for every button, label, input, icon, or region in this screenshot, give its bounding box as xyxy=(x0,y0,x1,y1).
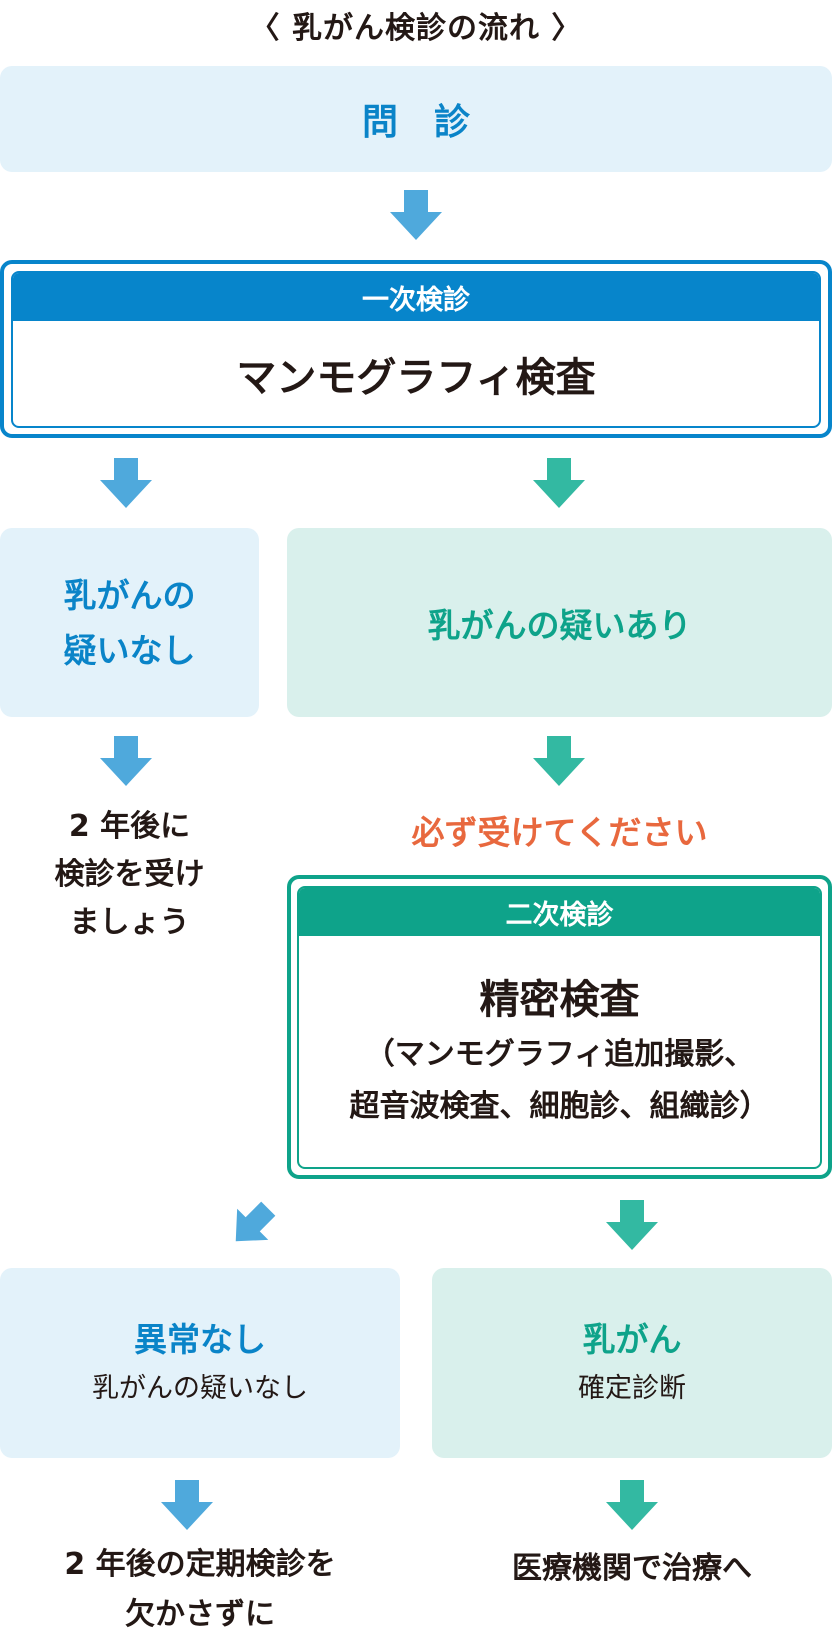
no-suspicion-line1: 乳がんの xyxy=(63,575,196,615)
cancer-subtitle: 確定診断 xyxy=(578,1373,686,1404)
regular-checkup-line2: 欠かさずに xyxy=(124,1597,275,1632)
recheck-note-line2: 検診を受け xyxy=(54,857,205,892)
arrow-down-icon xyxy=(606,1480,658,1530)
flow-title: 〈 乳がん検診の流れ 〉 xyxy=(249,11,583,46)
no-abnormality-title: 異常なし xyxy=(134,1320,266,1359)
recheck-note-line1: 2 年後に xyxy=(68,809,191,844)
arrow-down-icon xyxy=(533,458,585,508)
interview-label: 問診 xyxy=(361,102,506,143)
regular-checkup-line1: 2 年後の定期検診を xyxy=(64,1547,336,1582)
detailed-exam-detail-line1: （マンモグラフィ追加撮影、 xyxy=(364,1036,755,1072)
primary-screening-body: マンモグラフィ検査 xyxy=(13,321,819,426)
arrow-down-left-icon xyxy=(235,1201,276,1242)
treatment-label: 医療機関で治療へ xyxy=(512,1551,752,1586)
no-abnormality-subtitle: 乳がんの疑いなし xyxy=(92,1373,308,1404)
recheck-note: 2 年後に 検診を受け ましょう xyxy=(0,800,259,950)
cancer-title: 乳がん xyxy=(582,1320,682,1359)
suspicion-box: 乳がんの疑いあり xyxy=(287,528,832,717)
arrow-down-icon xyxy=(100,736,152,786)
treatment-note: 医療機関で治療へ xyxy=(432,1540,832,1590)
arrow-down-icon xyxy=(606,1200,658,1250)
regular-checkup-note: 2 年後の定期検診を 欠かさずに xyxy=(0,1540,400,1640)
secondary-screening-frame xyxy=(287,875,832,1179)
no-suspicion-box: 乳がんの 疑いなし xyxy=(0,528,259,717)
recheck-note-line3: ましょう xyxy=(69,905,190,940)
must-take-label: 必ず受けてください xyxy=(411,813,708,852)
secondary-screening-header: 二次検診 xyxy=(299,888,820,936)
secondary-screening-body: 精密検査 （マンモグラフィ追加撮影、 超音波検査、細胞診、組織診） xyxy=(299,936,820,1167)
mammography-label: マンモグラフィ検査 xyxy=(236,354,596,401)
must-take-notice: 必ず受けてください xyxy=(287,800,832,860)
no-suspicion-line2: 疑いなし xyxy=(63,630,196,670)
arrow-down-icon xyxy=(100,458,152,508)
secondary-screening-header-label: 二次検診 xyxy=(505,899,614,931)
detailed-exam-detail-line2: 超音波検査、細胞診、組織診） xyxy=(349,1088,770,1124)
primary-screening-header-label: 一次検診 xyxy=(362,284,470,316)
primary-screening-frame xyxy=(0,260,832,438)
detailed-exam-title: 精密検査 xyxy=(479,976,640,1023)
cancer-diagnosis-box: 乳がん 確定診断 xyxy=(432,1268,832,1458)
arrow-down-icon xyxy=(533,736,585,786)
primary-screening-header: 一次検診 xyxy=(13,273,819,321)
no-abnormality-box: 異常なし 乳がんの疑いなし xyxy=(0,1268,400,1458)
interview-box: 問診 xyxy=(0,66,832,172)
arrow-down-icon xyxy=(161,1480,213,1530)
arrow-down-icon xyxy=(390,190,442,240)
suspicion-label: 乳がんの疑いあり xyxy=(427,605,692,645)
